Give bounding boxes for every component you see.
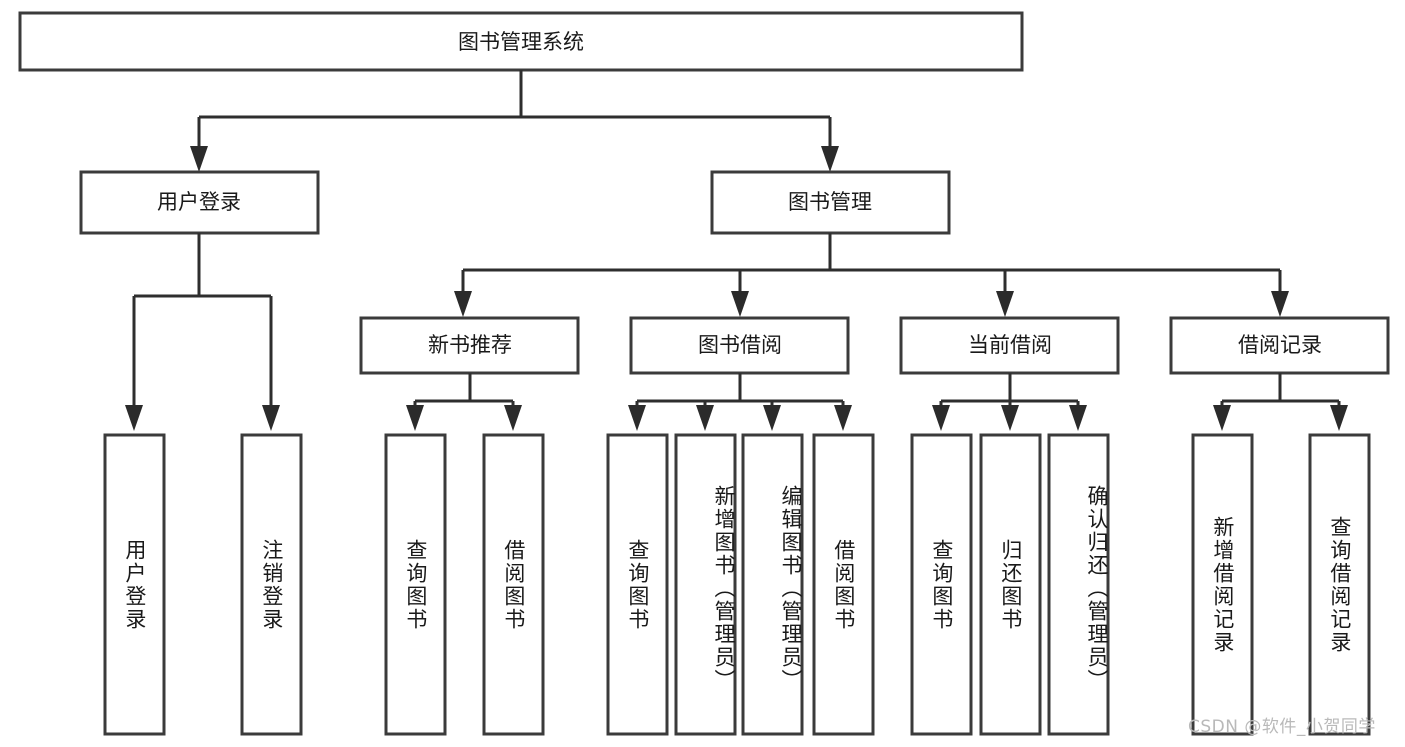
leaf-box-2[interactable]	[240, 433, 303, 736]
arrow-head-icon	[696, 405, 714, 431]
user-login-label: 用户登录	[157, 190, 241, 214]
arrow-head-icon	[1271, 291, 1289, 317]
connector-root-to-level1	[190, 70, 839, 172]
leaf-box-1[interactable]	[103, 433, 166, 736]
arrow-head-icon	[1213, 405, 1231, 431]
current-borrow-box[interactable]	[899, 316, 1120, 375]
leaf-box-7[interactable]	[741, 433, 804, 736]
node-root[interactable]: 图书管理系统	[18, 11, 1024, 72]
node-book-management[interactable]: 图书管理	[710, 170, 951, 235]
book-management-label: 图书管理	[788, 190, 872, 214]
arrow-head-icon	[406, 405, 424, 431]
connector-book-borrow-to-leaves	[628, 373, 852, 431]
user-login-box[interactable]	[79, 170, 320, 235]
new-book-recommend-box[interactable]	[359, 316, 580, 375]
arrow-head-icon	[996, 291, 1014, 317]
node-new-book-recommend[interactable]: 新书推荐	[359, 316, 580, 375]
connector-current-borrow-to-leaves	[932, 373, 1087, 431]
book-borrow-label: 图书借阅	[698, 333, 782, 357]
arrow-head-icon	[262, 405, 280, 431]
arrow-head-icon	[731, 291, 749, 317]
leaf-box-9[interactable]	[910, 433, 973, 736]
connector-book-management-to-level2	[454, 233, 1289, 317]
arrow-head-icon	[821, 146, 839, 172]
leaf-box-11[interactable]	[1047, 433, 1110, 736]
connector-new-book-recommend-to-leaves	[406, 373, 522, 431]
connector-borrow-record-to-leaves	[1213, 373, 1348, 431]
node-book-borrow[interactable]: 图书借阅	[629, 316, 850, 375]
node-current-borrow[interactable]: 当前借阅	[899, 316, 1120, 375]
arrow-head-icon	[454, 291, 472, 317]
arrow-head-icon	[1069, 405, 1087, 431]
arrow-head-icon	[834, 405, 852, 431]
root-box[interactable]	[18, 11, 1024, 72]
leaf-box-4[interactable]	[482, 433, 545, 736]
arrow-head-icon	[932, 405, 950, 431]
new-book-recommend-label: 新书推荐	[428, 333, 512, 357]
arrow-head-icon	[125, 405, 143, 431]
leaf-box-8[interactable]	[812, 433, 875, 736]
leaf-box-13[interactable]	[1308, 433, 1371, 736]
node-user-login[interactable]: 用户登录	[79, 170, 320, 235]
arrow-head-icon	[628, 405, 646, 431]
connector-user-login-to-leaves	[125, 233, 280, 431]
root-label: 图书管理系统	[458, 30, 584, 54]
leaf-box-5[interactable]	[606, 433, 669, 736]
leaf-box-6[interactable]	[674, 433, 737, 736]
arrow-head-icon	[190, 146, 208, 172]
arrow-head-icon	[504, 405, 522, 431]
leaf-box-12[interactable]	[1191, 433, 1254, 736]
leaf-box-3[interactable]	[384, 433, 447, 736]
arrow-head-icon	[1330, 405, 1348, 431]
arrow-head-icon	[763, 405, 781, 431]
leaf-box-10[interactable]	[979, 433, 1042, 736]
node-borrow-record[interactable]: 借阅记录	[1169, 316, 1390, 375]
borrow-record-label: 借阅记录	[1238, 333, 1322, 357]
csdn-watermark: CSDN @软件_小贺同学	[1188, 717, 1376, 737]
current-borrow-label: 当前借阅	[968, 333, 1052, 357]
arrow-head-icon	[1001, 405, 1019, 431]
